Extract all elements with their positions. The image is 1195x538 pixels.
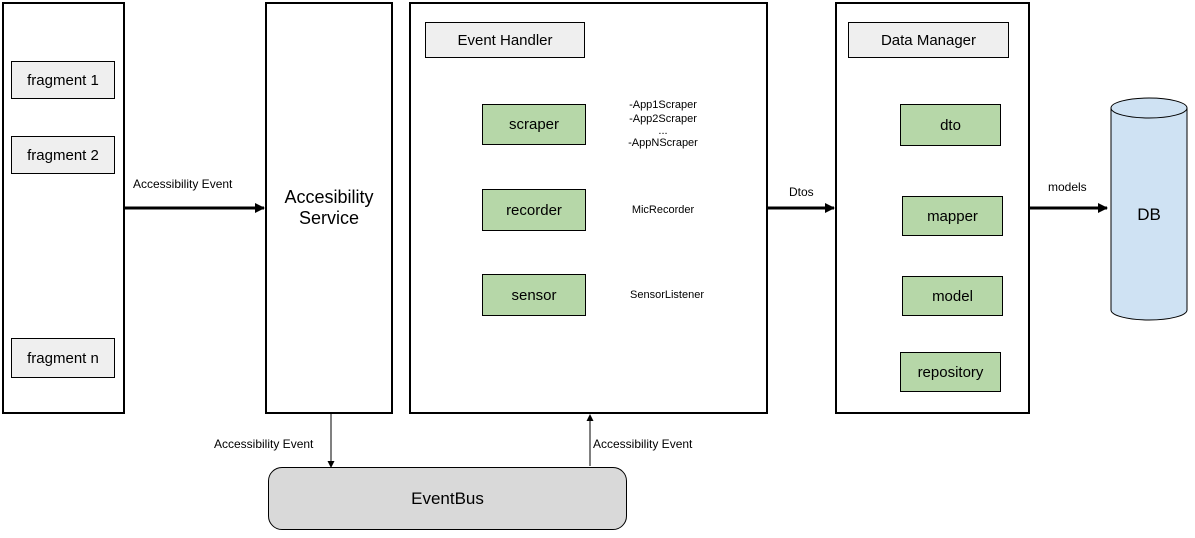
component-scraper[interactable]: scraper [482, 104, 586, 145]
fragment-box[interactable]: fragment 1 [11, 61, 115, 99]
service-title-line2: Service [298, 208, 360, 228]
service-title-line1: Accesibility [284, 187, 374, 207]
component-repository[interactable]: repository [900, 352, 1001, 392]
connection-label-handler-to-manager: Dtos [789, 185, 814, 199]
scraper-details: -App1Scraper -App2Scraper ... -AppNScrap… [610, 98, 716, 150]
event-handler-title[interactable]: Event Handler [425, 22, 585, 58]
scraper-detail-item: -AppNScraper [628, 137, 698, 149]
scraper-detail-item: -App1Scraper [629, 99, 697, 111]
scraper-detail-item: -App2Scraper [629, 113, 697, 125]
component-model[interactable]: model [902, 276, 1003, 316]
connection-label-manager-to-db: models [1048, 180, 1087, 194]
fragment-box[interactable]: fragment 2 [11, 136, 115, 174]
db-label[interactable]: DB [1137, 205, 1161, 224]
connection-label-eventbus-to-handler: Accessibility Event [593, 437, 693, 451]
event-handler-panel [409, 2, 768, 414]
component-dto[interactable]: dto [900, 104, 1001, 146]
fragment-box[interactable]: fragment n [11, 338, 115, 378]
connection-label-service-to-eventbus: Accessibility Event [214, 437, 314, 451]
scraper-detail-item: ... [658, 125, 668, 137]
connection-label-fragments-to-service: Accessibility Event [133, 177, 233, 191]
component-sensor[interactable]: sensor [482, 274, 586, 316]
accessibility-service-panel[interactable]: Accesibility Service [265, 2, 393, 414]
eventbus-box[interactable]: EventBus [268, 467, 627, 530]
component-recorder[interactable]: recorder [482, 189, 586, 231]
sensor-details: SensorListener [630, 289, 704, 301]
data-manager-title[interactable]: Data Manager [848, 22, 1009, 58]
recorder-details: MicRecorder [631, 204, 695, 216]
component-mapper[interactable]: mapper [902, 196, 1003, 236]
